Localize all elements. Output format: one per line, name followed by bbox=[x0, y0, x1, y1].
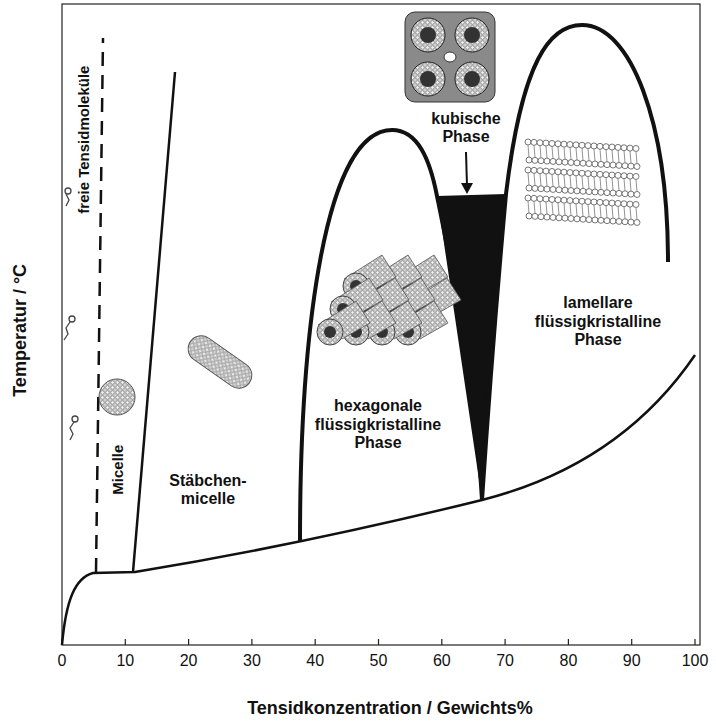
tick-label: 50 bbox=[370, 652, 388, 670]
hexagonal-dome bbox=[300, 130, 482, 541]
krafft-curve bbox=[62, 355, 695, 645]
tick-label: 20 bbox=[180, 652, 198, 670]
lamellar-dome bbox=[482, 25, 668, 500]
tick-label: 60 bbox=[433, 652, 451, 670]
region-label: kubische Phase bbox=[426, 110, 506, 147]
axis-title: Temperatur / °C bbox=[10, 264, 31, 397]
tick-label: 40 bbox=[306, 652, 324, 670]
tick-label: 90 bbox=[623, 652, 641, 670]
pointer-head bbox=[461, 183, 473, 194]
region-label: Micelle bbox=[109, 445, 126, 495]
tick-label: 10 bbox=[116, 652, 134, 670]
region-label: hexagonale flüssigkristalline Phase bbox=[298, 397, 458, 452]
region-label: freie Tensidmoleküle bbox=[75, 66, 92, 214]
rod-boundary bbox=[133, 72, 175, 572]
lamellar-stack bbox=[525, 139, 640, 225]
surfactant-icons bbox=[64, 188, 78, 440]
plot-frame bbox=[62, 4, 700, 645]
cmc-line bbox=[96, 38, 103, 572]
region-label: Stäbchen- micelle bbox=[163, 472, 253, 509]
tick-label: 30 bbox=[243, 652, 261, 670]
pointer-line bbox=[466, 152, 467, 186]
cubic-structure bbox=[405, 12, 495, 102]
tick-label: 0 bbox=[58, 652, 67, 670]
axis-ticks bbox=[62, 639, 695, 645]
micelle-sphere bbox=[99, 379, 135, 415]
hexagonal-bundle bbox=[317, 255, 461, 345]
tick-label: 70 bbox=[496, 652, 514, 670]
region-label: lamellare flüssigkristalline Phase bbox=[523, 294, 673, 349]
rod-micelle bbox=[183, 331, 257, 394]
tick-label: 100 bbox=[682, 652, 709, 670]
tick-label: 80 bbox=[560, 652, 578, 670]
axis-title: Tensidkonzentration / Gewichts% bbox=[247, 698, 533, 719]
